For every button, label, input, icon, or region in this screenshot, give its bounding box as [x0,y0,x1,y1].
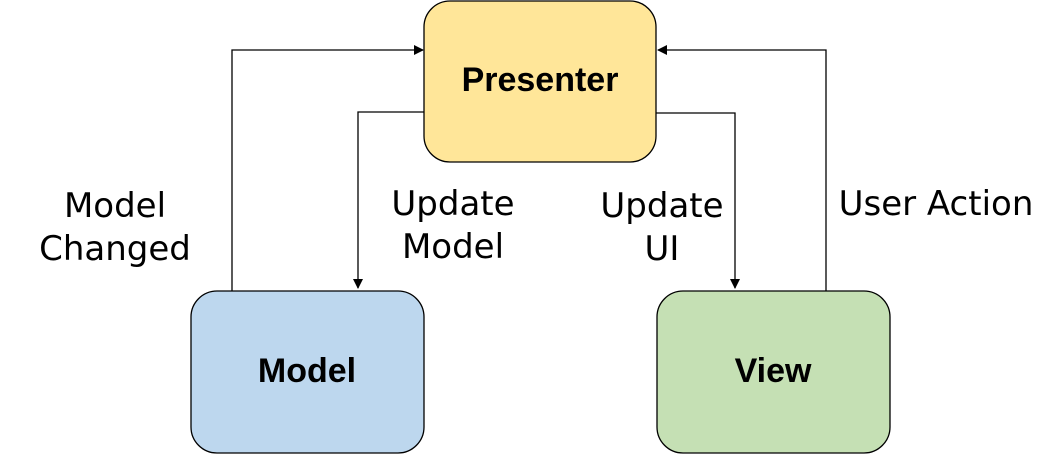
user-action-arrow [657,45,827,292]
view-label: View [735,352,812,390]
model-changed-arrow [231,45,424,292]
presenter-box: Presenter [423,0,657,163]
model-box-shape [190,290,425,454]
update-model-label-line2: Model [402,227,504,267]
presenter-label: Presenter [462,61,619,99]
view-box: View [656,290,891,454]
model-box: Model [190,290,425,454]
presenter-box-shape [423,0,657,163]
model-changed-label-line1: Model [64,186,166,226]
update-ui-label-line2: UI [645,229,680,269]
update-model-label-line1: Update [391,184,514,224]
update-ui-label-line1: Update [600,186,723,226]
update-model-arrow [353,111,424,289]
update-ui-arrow [656,112,740,289]
user-action-label: User Action [839,184,1034,224]
model-changed-label-line2: Changed [39,229,191,269]
model-label: Model [258,352,356,390]
view-box-shape [656,290,891,454]
